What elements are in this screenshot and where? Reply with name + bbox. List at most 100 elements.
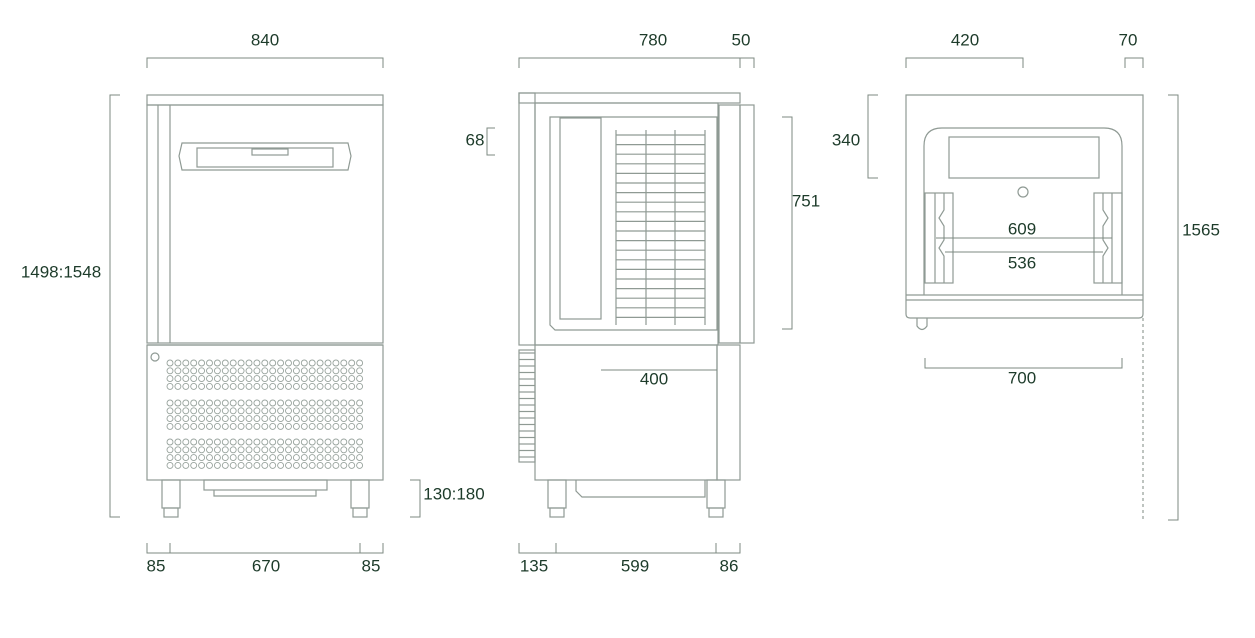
vent-hole xyxy=(300,422,308,430)
side-door xyxy=(718,104,741,344)
vent-hole xyxy=(229,438,237,446)
vent-hole xyxy=(190,399,198,407)
vent-hole xyxy=(174,375,182,383)
vent-hole xyxy=(285,422,292,430)
dim-width-label: 840 xyxy=(251,30,279,49)
vent-hole xyxy=(340,359,348,367)
dim-side-bottom-left-label: 135 xyxy=(520,556,548,575)
vent-hole xyxy=(269,399,277,407)
vent-hole xyxy=(316,359,324,367)
vent-hole xyxy=(292,399,300,407)
vent-hole xyxy=(300,407,308,415)
vent-hole xyxy=(340,438,348,446)
vent-hole xyxy=(308,422,316,430)
vent-hole xyxy=(269,367,277,375)
vent-hole xyxy=(292,407,300,415)
vent-hole xyxy=(308,367,316,375)
vent-hole xyxy=(245,446,253,454)
vent-hole xyxy=(229,461,237,469)
dim-side-bottom-right-label: 86 xyxy=(720,556,739,575)
vent-hole xyxy=(356,438,364,446)
vent-hole xyxy=(348,415,356,423)
vent-hole xyxy=(213,375,221,383)
vent-hole xyxy=(245,461,253,469)
dim-bottom-left-label: 85 xyxy=(147,556,166,575)
dim-line-top-right xyxy=(1124,57,1144,68)
vent-hole xyxy=(340,367,348,375)
vent-hole xyxy=(198,359,206,367)
vent-hole xyxy=(166,422,174,430)
vent-hole xyxy=(229,382,237,390)
vent-hole xyxy=(348,446,356,454)
vent-hole xyxy=(253,446,261,454)
display-frame xyxy=(196,147,334,168)
vent-hole xyxy=(308,415,316,423)
dim-chamber-label: 751 xyxy=(792,191,820,210)
vent-hole xyxy=(237,438,245,446)
vent-hole xyxy=(221,454,229,462)
vent-hole xyxy=(182,415,190,423)
vent-hole xyxy=(174,422,182,430)
vent-hole xyxy=(245,359,253,367)
vent-hole xyxy=(190,461,198,469)
vent-hole xyxy=(332,382,340,390)
vent-hole xyxy=(237,375,245,383)
vent-hole xyxy=(245,422,253,430)
vent-hole xyxy=(348,461,356,469)
vent-hole xyxy=(332,446,340,454)
vent-hole xyxy=(316,438,324,446)
dim-line-top-left xyxy=(905,57,1024,68)
vent-hole xyxy=(285,446,292,454)
vent-hole xyxy=(356,359,364,367)
vent-hole xyxy=(213,415,221,423)
vent-hole xyxy=(206,359,213,367)
vent-hole xyxy=(190,407,198,415)
vent-hole xyxy=(237,367,245,375)
dim-line-panel xyxy=(867,94,878,179)
dim-line-width xyxy=(146,57,384,68)
vent-hole xyxy=(245,438,253,446)
vent-hole xyxy=(340,375,348,383)
vent-hole xyxy=(245,382,253,390)
vent-hole xyxy=(174,454,182,462)
vent-hole xyxy=(261,461,269,469)
rail-left-detail xyxy=(934,193,945,283)
open-view: 609 536 420 70 340 1565 700 xyxy=(832,30,1220,522)
open-body xyxy=(905,94,1144,319)
vent-hole xyxy=(332,461,340,469)
vent-hole xyxy=(229,422,237,430)
side-leg-front-foot xyxy=(708,507,724,518)
open-chamber xyxy=(923,127,1123,295)
vent-hole xyxy=(324,375,332,383)
vent-hole xyxy=(206,461,213,469)
vent-hole xyxy=(269,375,277,383)
vent-hole xyxy=(245,399,253,407)
vent-hole xyxy=(308,399,316,407)
side-leg-front xyxy=(706,479,726,509)
vent-hole xyxy=(229,446,237,454)
vent-hole xyxy=(285,399,292,407)
tray-rack xyxy=(615,130,706,325)
vent-hole xyxy=(292,375,300,383)
vent-hole xyxy=(269,446,277,454)
vent-hole xyxy=(198,446,206,454)
dim-side-bottom-middle-label: 599 xyxy=(621,556,649,575)
fin-block xyxy=(518,349,536,463)
vent-hole xyxy=(261,415,269,423)
chamber xyxy=(534,102,719,346)
vent-hole xyxy=(221,438,229,446)
vent-hole xyxy=(356,422,364,430)
vent-hole xyxy=(332,359,340,367)
vent-hole xyxy=(277,407,285,415)
vent-hole xyxy=(277,446,285,454)
vent-hole xyxy=(190,454,198,462)
vent-hole xyxy=(300,438,308,446)
vent-hole xyxy=(206,367,213,375)
vent-hole xyxy=(182,382,190,390)
vent-hole xyxy=(229,415,237,423)
vent-hole xyxy=(198,382,206,390)
vent-hole xyxy=(324,438,332,446)
vent-hole xyxy=(316,454,324,462)
vent-hole xyxy=(166,367,174,375)
side-drip-tray xyxy=(575,480,706,498)
